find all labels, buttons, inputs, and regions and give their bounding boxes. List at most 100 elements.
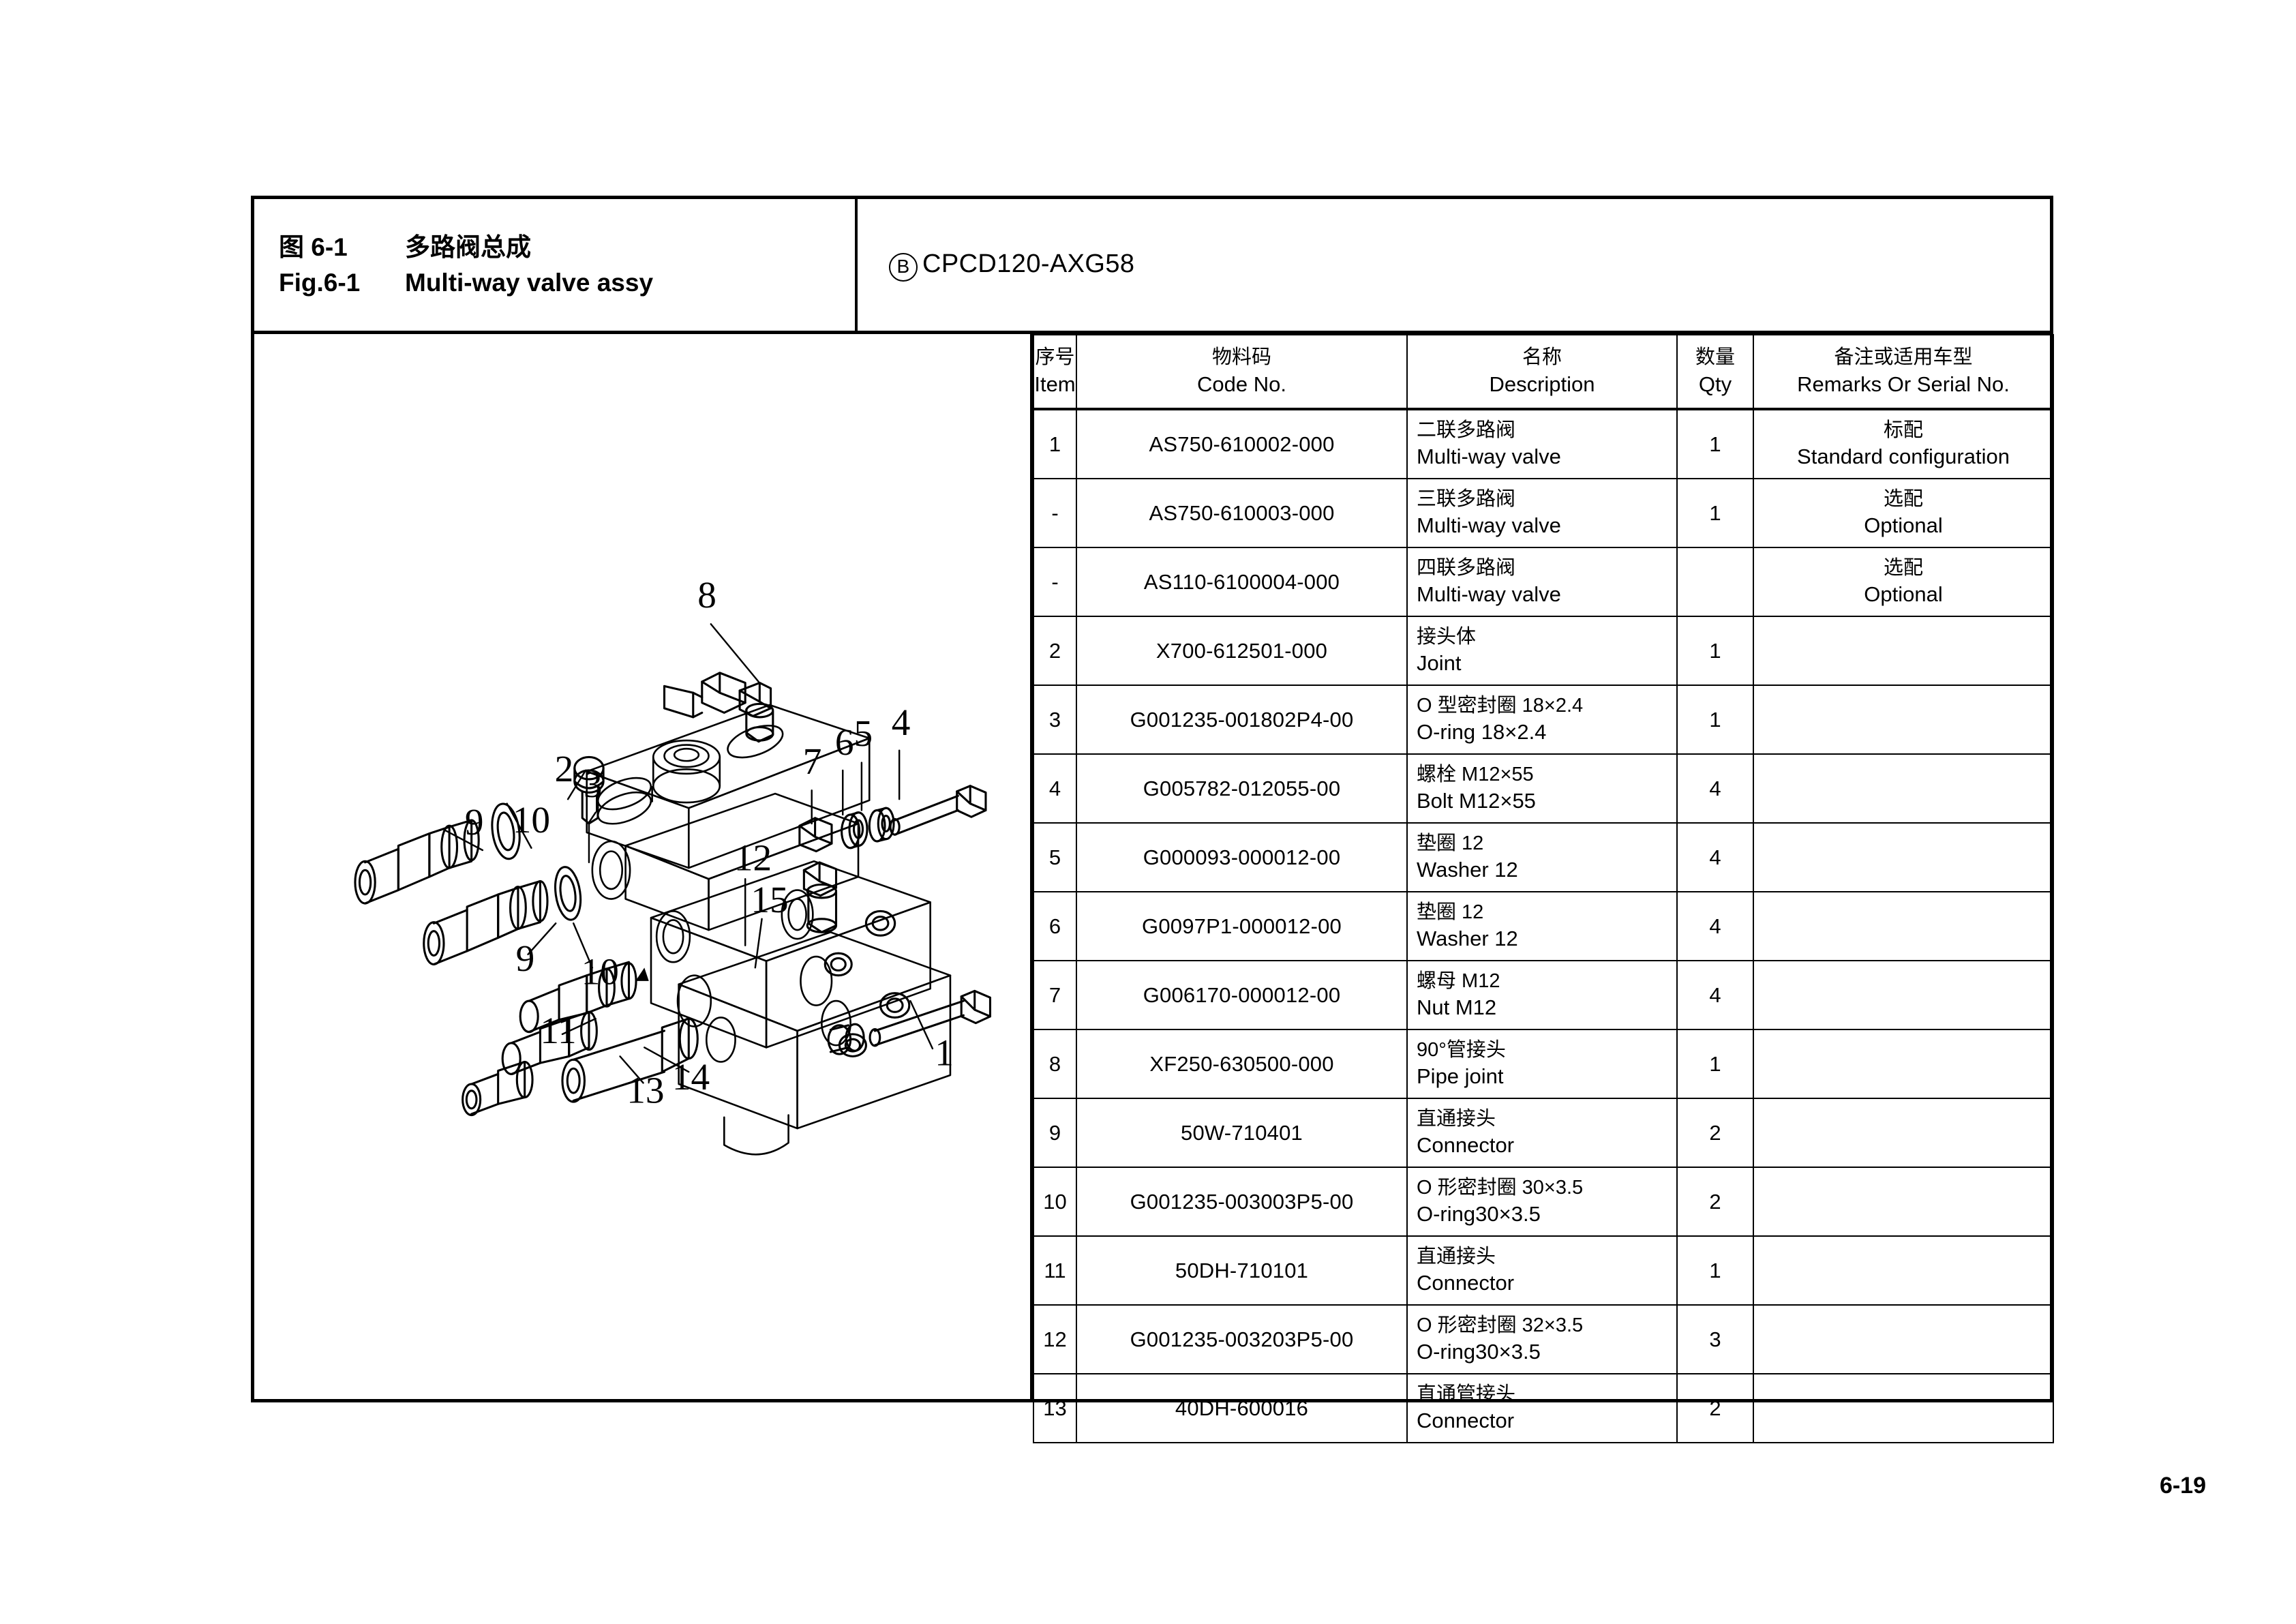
callout-7: 7 — [803, 740, 822, 782]
cell-item: 6 — [1033, 891, 1077, 961]
cell-code-no: AS750-610003-000 — [1076, 478, 1408, 548]
callout-3: 3 — [584, 764, 603, 805]
cell-item: 4 — [1033, 753, 1077, 824]
cell-remarks — [1753, 1304, 2054, 1374]
cell-item: 9 — [1033, 1098, 1077, 1168]
cell-description: 二联多路阀 Multi-way valve — [1406, 408, 1678, 479]
callout-13: 13 — [626, 1070, 664, 1111]
cell-code-no: AS110-6100004-000 — [1076, 547, 1408, 617]
description-zh: 螺栓 M12×55 — [1417, 763, 1534, 785]
cell-code-no: 40DH-600016 — [1076, 1373, 1408, 1443]
callout-15: 15 — [751, 879, 788, 920]
description-en: Washer 12 — [1417, 858, 1518, 882]
cell-qty: 2 — [1676, 1167, 1754, 1237]
cell-item: 12 — [1033, 1304, 1077, 1374]
callout-10-upper: 10 — [513, 799, 550, 841]
description-zh: 直通管接头 — [1417, 1383, 1516, 1405]
description-en: Connector — [1417, 1133, 1515, 1158]
remarks-en: Optional — [1864, 513, 1943, 538]
description-en: Multi-way valve — [1417, 513, 1561, 538]
column-header-remarks-zh: 备注或适用车型 — [1834, 346, 1973, 368]
cell-qty: 4 — [1676, 822, 1754, 892]
cell-remarks — [1753, 891, 2054, 961]
description-zh: 三联多路阀 — [1417, 487, 1516, 510]
description-zh: 直通接头 — [1417, 1245, 1496, 1267]
cell-description: 直通接头 Connector — [1406, 1235, 1678, 1306]
description-en: Joint — [1417, 651, 1462, 676]
cell-remarks — [1753, 1235, 2054, 1306]
cell-qty: 2 — [1676, 1373, 1754, 1443]
cell-remarks — [1753, 822, 2054, 892]
cell-qty: 2 — [1676, 1098, 1754, 1168]
cell-remarks — [1753, 616, 2054, 686]
valve-assembly-drawing: 8 2 3 7 6 5 4 9 10 9 10 12 15 11 13 14 1 — [354, 574, 992, 1156]
cell-code-no: G000093-000012-00 — [1076, 822, 1408, 892]
cell-item: 8 — [1033, 1029, 1077, 1099]
description-en: Nut M12 — [1417, 995, 1497, 1020]
callout-11: 11 — [540, 1010, 576, 1051]
description-en: Connector — [1417, 1271, 1515, 1295]
parts-list-table: 序号 Item 物料码 Code No. 名称 — [1033, 334, 2054, 1443]
column-header-description: 名称 Description — [1406, 334, 1678, 410]
callout-6: 6 — [835, 721, 854, 763]
column-header-code-en: Code No. — [1197, 372, 1286, 396]
figure-number-en: Fig.6-1 — [279, 268, 361, 297]
remarks-en: Optional — [1864, 582, 1943, 607]
description-zh: 垫圈 12 — [1417, 901, 1484, 923]
sheet-body: 8 2 3 7 6 5 4 9 10 9 10 12 15 11 13 14 1 — [254, 334, 2054, 1443]
description-en: Bolt M12×55 — [1417, 789, 1536, 813]
figure-title-english: Fig.6-1 Multi-way valve assy — [279, 265, 855, 300]
column-header-item-en: Item — [1034, 372, 1076, 396]
description-en: Multi-way valve — [1417, 445, 1561, 469]
cell-remarks — [1753, 685, 2054, 755]
description-zh: 螺母 M12 — [1417, 969, 1500, 992]
cell-qty: 4 — [1676, 891, 1754, 961]
cell-item: - — [1033, 547, 1077, 617]
column-header-remarks: 备注或适用车型 Remarks Or Serial No. — [1753, 334, 2054, 410]
cell-qty: 3 — [1676, 1304, 1754, 1374]
description-zh: 直通接头 — [1417, 1107, 1496, 1130]
description-zh: 二联多路阀 — [1417, 419, 1516, 441]
callout-1: 1 — [935, 1032, 954, 1073]
callout-9-upper: 9 — [465, 801, 484, 843]
cell-qty: 4 — [1676, 753, 1754, 824]
cell-item: - — [1033, 478, 1077, 548]
remarks-zh: 标配 — [1883, 419, 1923, 441]
cell-code-no: G001235-003203P5-00 — [1076, 1304, 1408, 1374]
cell-remarks — [1753, 1098, 2054, 1168]
figure-name-zh: 多路阀总成 — [405, 233, 531, 262]
remarks-zh: 选配 — [1883, 556, 1923, 579]
page-number: 6-19 — [2159, 1473, 2206, 1499]
callout-9-lower: 9 — [516, 937, 535, 979]
description-en: Pipe joint — [1417, 1064, 1504, 1089]
callout-4: 4 — [892, 702, 911, 743]
description-zh: O 形密封圈 30×3.5 — [1417, 1176, 1584, 1199]
column-header-remarks-en: Remarks Or Serial No. — [1797, 372, 2010, 396]
cell-qty: 1 — [1676, 1029, 1754, 1099]
cell-remarks — [1753, 1167, 2054, 1237]
column-header-qty-en: Qty — [1698, 372, 1732, 396]
figure-name-en: Multi-way valve assy — [405, 268, 654, 297]
